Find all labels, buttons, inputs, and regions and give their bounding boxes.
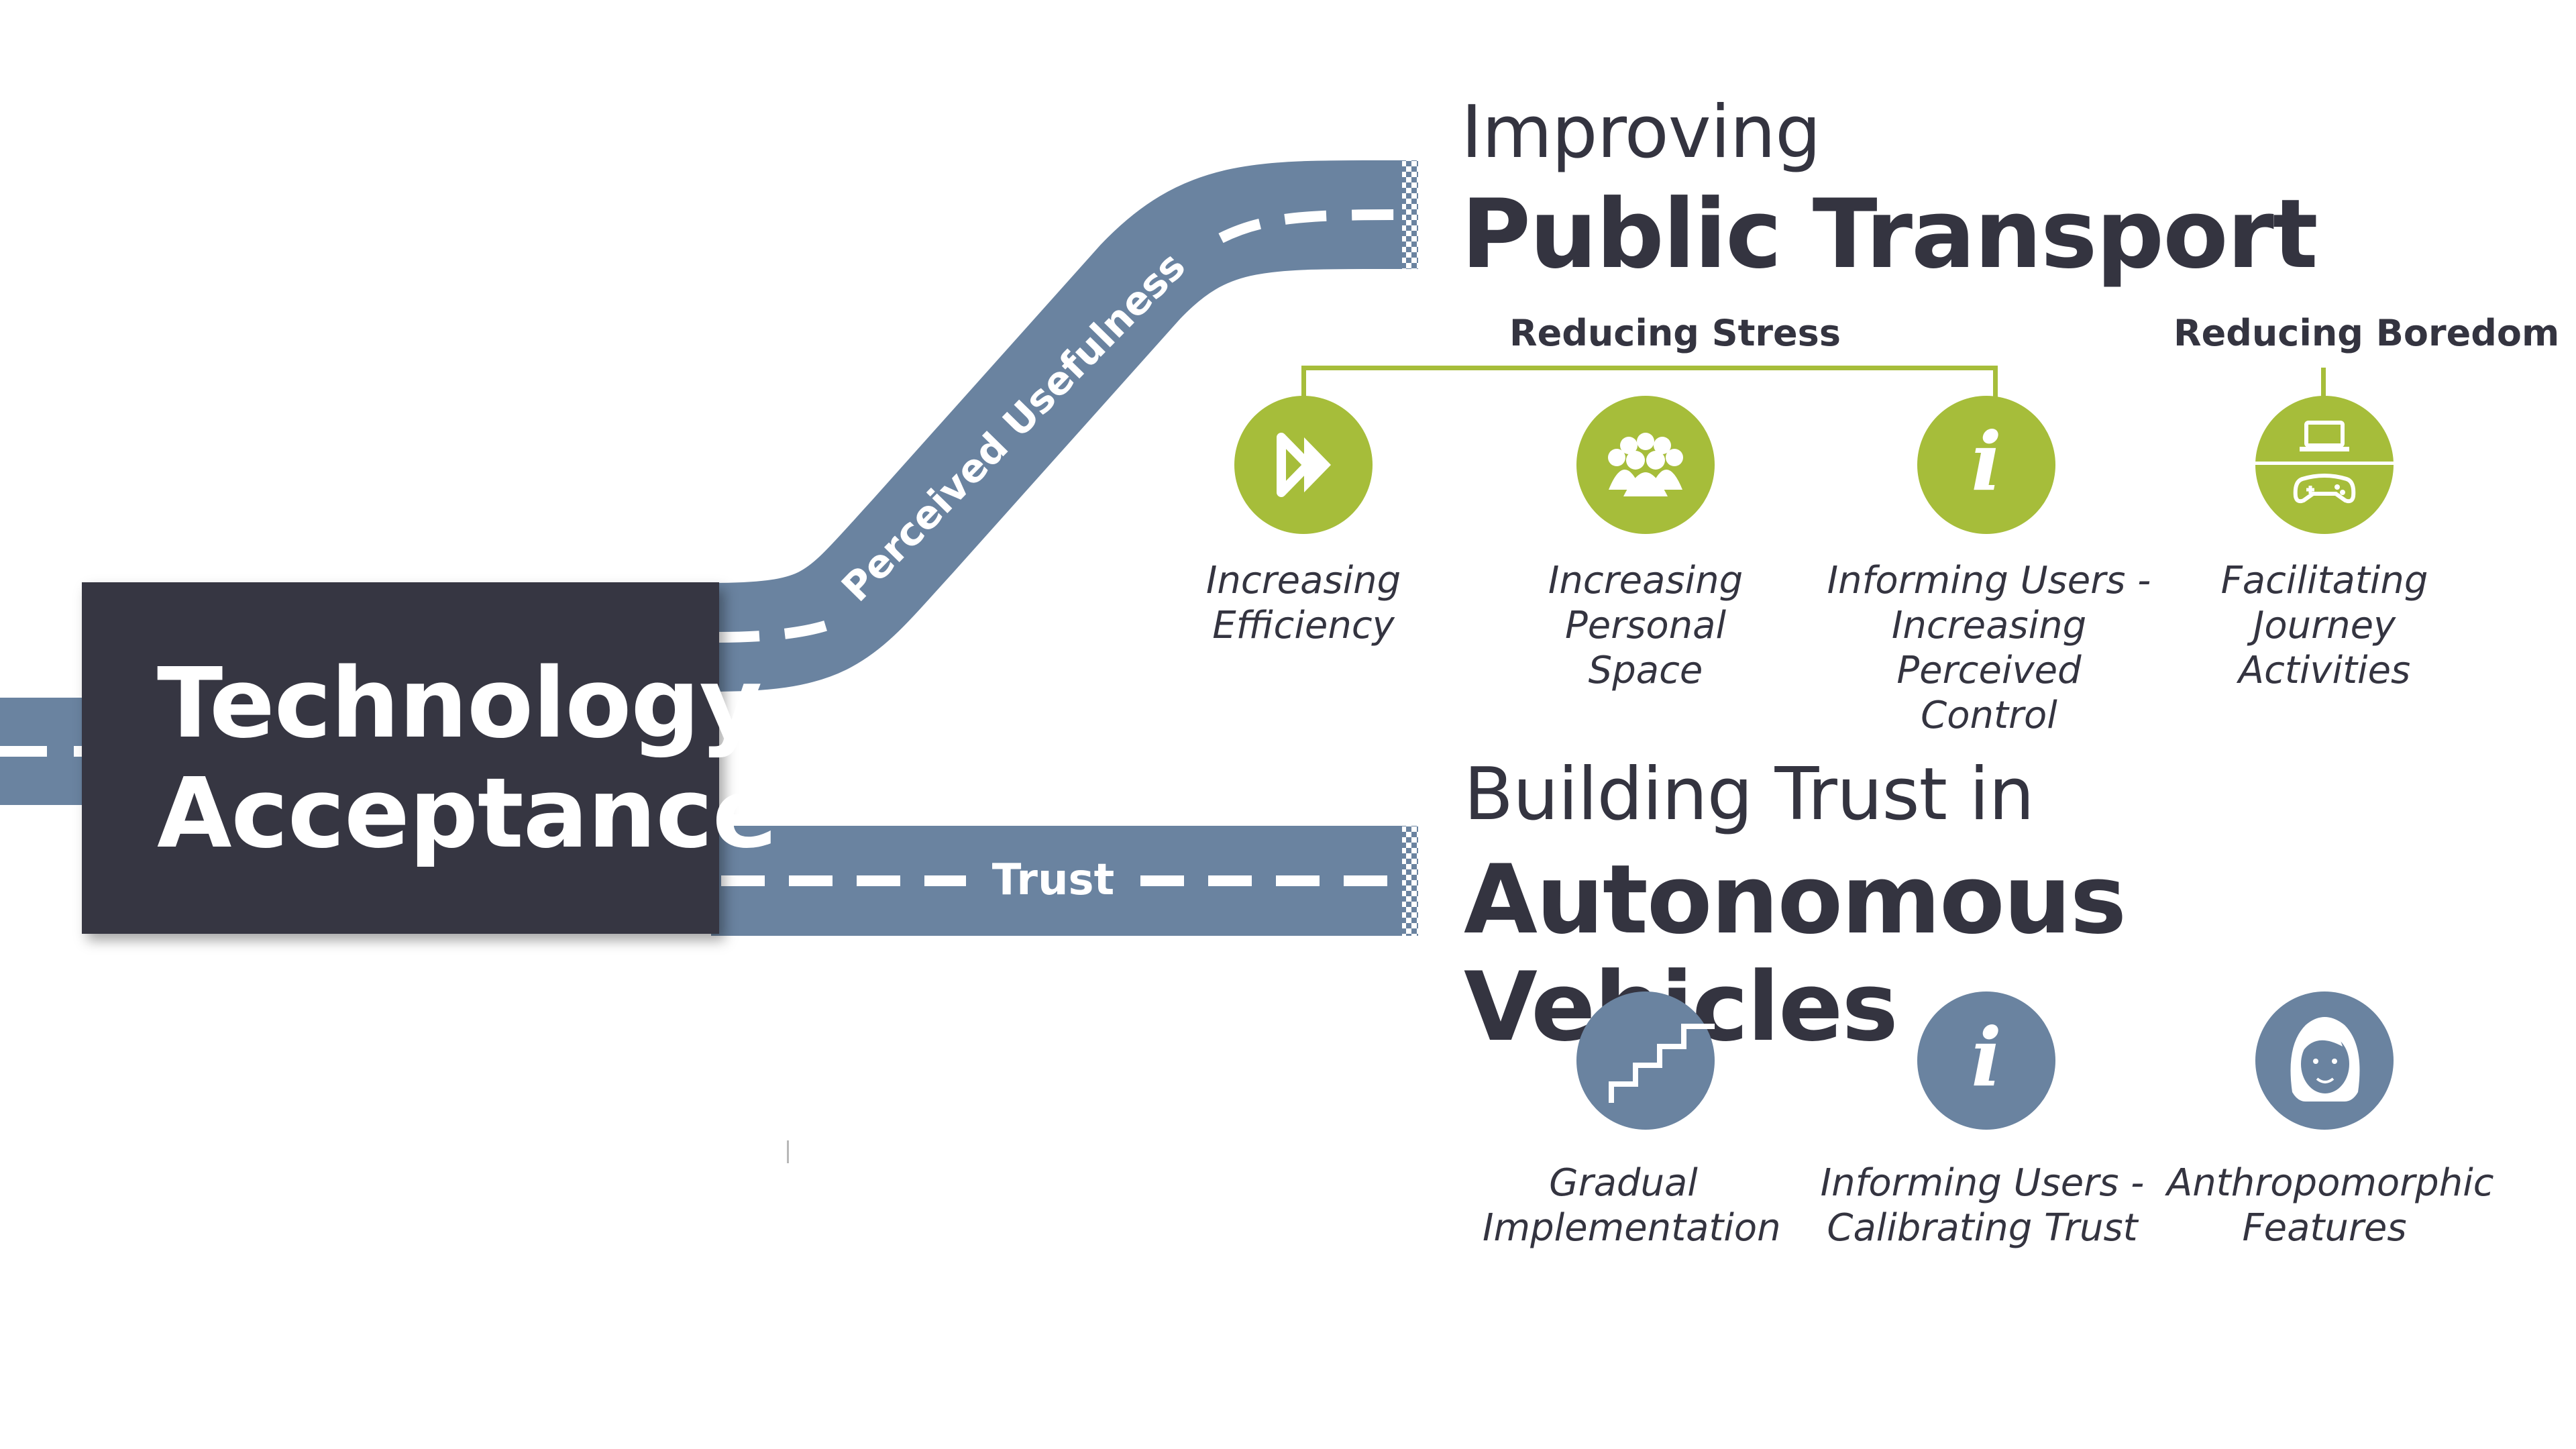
caption-line: Increasing (1548, 559, 1743, 602)
fast-forward-icon (1234, 396, 1373, 534)
stress-bracket-horizontal (1301, 366, 1998, 370)
caption-line: Increasing Perceived (1891, 604, 2087, 692)
perceived-usefulness-label: Perceived Usefulness (833, 243, 1194, 610)
caption-line: Efficiency (1212, 604, 1395, 647)
technology-acceptance-box: Technology Acceptance (82, 582, 777, 934)
trust-title-light: Building Trust in (1464, 753, 2035, 837)
lower-finish-checker (1402, 826, 1418, 936)
stress-bracket-right (1993, 366, 1998, 399)
caption-anthropomorphic-features: Anthropomorphic Features (2167, 1161, 2494, 1250)
transport-title-bold: Public Transport (1461, 179, 2318, 290)
stray-mark (787, 1140, 789, 1163)
info-icon: i (1917, 991, 2055, 1130)
face-icon (2255, 991, 2394, 1130)
technology-acceptance-title: Technology Acceptance (157, 648, 777, 868)
stairs-icon (1576, 991, 1715, 1130)
svg-text:i: i (1971, 415, 2002, 509)
reducing-boredom-label: Reducing Boredom (2174, 312, 2560, 354)
caption-line: Features (2242, 1206, 2407, 1250)
trust-title-bold: Autonomous Vehicles (1464, 845, 2127, 1061)
caption-informing-users-control: Informing Users - Increasing Perceived C… (1811, 558, 2167, 738)
caption-line: Calibrating Trust (1827, 1206, 2138, 1250)
upper-road-dashes-high (1218, 209, 1399, 244)
laptop-gamepad-icon (2255, 396, 2394, 534)
trust-road-label: Trust (992, 855, 1114, 905)
caption-line: Journey (2253, 604, 2396, 647)
caption-line: Informing Users - (1827, 559, 2151, 602)
caption-line: Space (1588, 649, 1703, 692)
caption-line: Informing Users - (1820, 1161, 2145, 1205)
caption-informing-users-trust: Informing Users - Calibrating Trust (1818, 1161, 2147, 1250)
caption-line: Increasing (1205, 559, 1401, 602)
perceived-usefulness-text: Perceived Usefulness (833, 243, 1194, 610)
caption-line: Personal (1564, 604, 1727, 647)
upper-road-dashes-low (717, 611, 852, 643)
svg-text:i: i (1971, 1010, 2002, 1105)
center-label-line-2: Acceptance (157, 757, 777, 869)
crowd-icon (1576, 396, 1715, 534)
caption-line: Gradual (1549, 1161, 1698, 1205)
caption-increasing-personal-space: Increasing Personal Space (1536, 558, 1755, 693)
upper-finish-checker (1402, 160, 1418, 269)
caption-gradual-implementation: Gradual Implementation (1483, 1161, 1781, 1250)
stress-bracket-left (1301, 366, 1306, 399)
caption-facilitating-journey-activities: Facilitating Journey Activities (2214, 558, 2435, 693)
caption-line: Control (1921, 694, 2057, 737)
info-icon: i (1917, 396, 2055, 534)
transport-title-light: Improving (1461, 91, 1821, 174)
caption-line: Implementation (1483, 1206, 1781, 1250)
caption-increasing-efficiency: Increasing Efficiency (1187, 558, 1419, 648)
center-label-line-1: Technology (157, 647, 762, 759)
caption-line: Anthropomorphic (2167, 1161, 2494, 1205)
caption-line: Facilitating (2220, 559, 2428, 602)
reducing-stress-label: Reducing Stress (1509, 312, 1841, 354)
boredom-bracket (2321, 368, 2326, 399)
caption-line: Activities (2238, 649, 2411, 692)
